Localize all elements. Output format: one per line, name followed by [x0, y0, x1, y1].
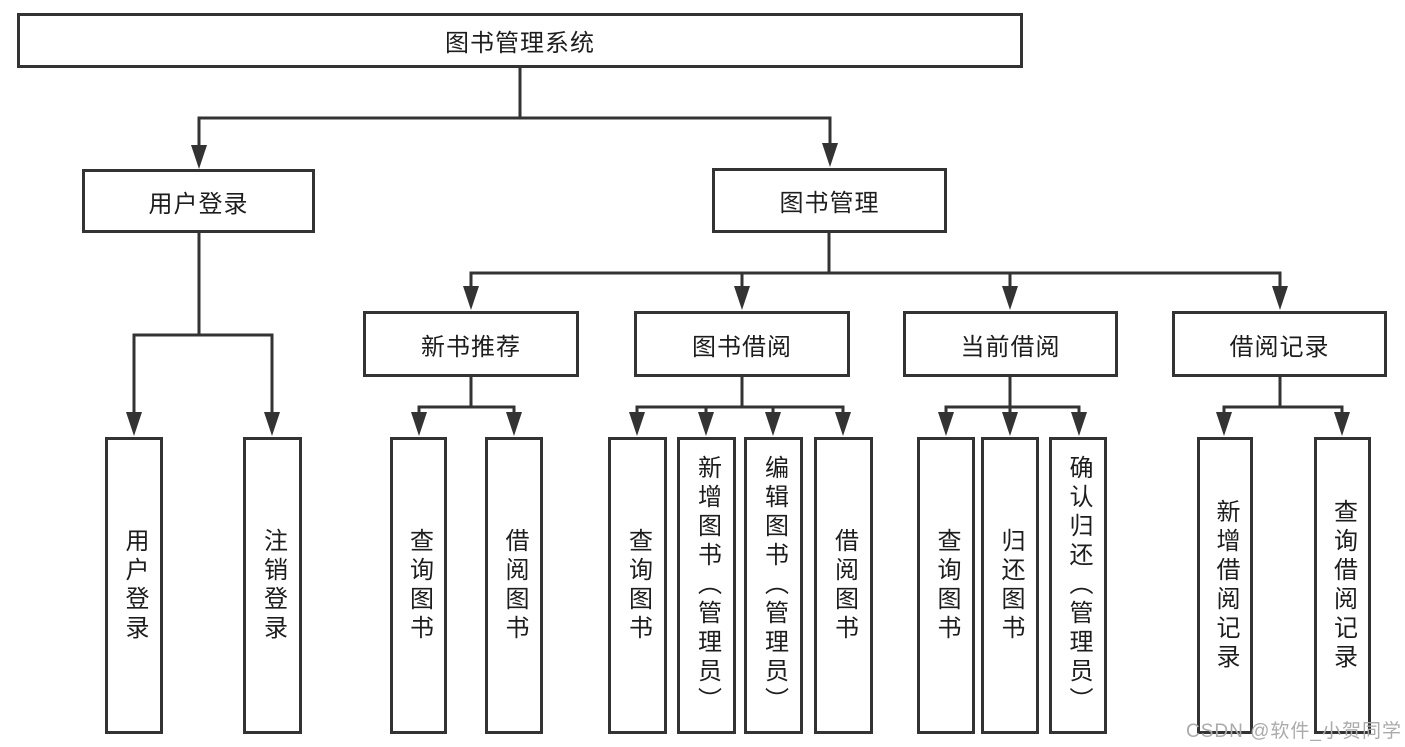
leaf-borrow-book-recommend: 借阅图书: [485, 437, 543, 734]
leaf-edit-book-admin: 编辑图书（管理员）: [744, 437, 803, 734]
leaf-logout: 注销登录: [243, 437, 302, 734]
node-book-borrowing: 图书借阅: [634, 311, 850, 377]
node-book-management-system: 图书管理系统: [17, 13, 1023, 68]
leaf-add-borrow-record: 新增借阅记录: [1197, 437, 1253, 734]
node-user-login-branch: 用户登录: [82, 169, 315, 233]
leaf-query-borrow-record: 查询借阅记录: [1314, 437, 1371, 734]
leaf-add-book-admin: 新增图书（管理员）: [677, 437, 736, 734]
leaf-borrow-book: 借阅图书: [814, 437, 873, 734]
node-current-borrowing: 当前借阅: [903, 311, 1118, 377]
leaf-user-login: 用户登录: [105, 437, 163, 734]
leaf-query-book-borrowing: 查询图书: [608, 437, 667, 734]
leaf-query-book-recommend: 查询图书: [390, 437, 447, 734]
node-new-book-recommend: 新书推荐: [363, 311, 579, 377]
leaf-query-book-current: 查询图书: [917, 437, 975, 734]
leaf-return-book: 归还图书: [981, 437, 1039, 734]
leaf-confirm-return-admin: 确认归还（管理员）: [1049, 437, 1107, 734]
node-borrowing-records: 借阅记录: [1172, 311, 1387, 377]
csdn-watermark: CSDN @软件_小贺同学: [1186, 721, 1402, 742]
node-book-management-branch: 图书管理: [712, 168, 947, 233]
